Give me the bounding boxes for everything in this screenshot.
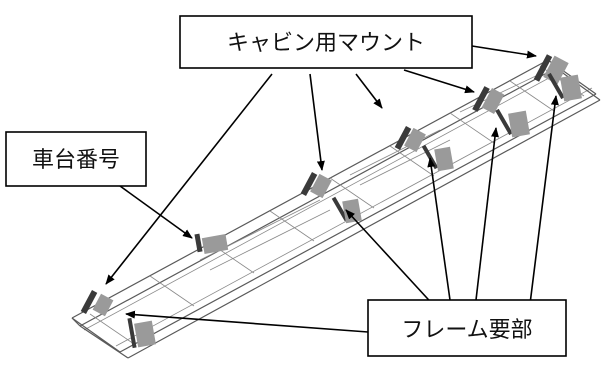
leader-chassis-number	[119, 185, 193, 239]
leader-frame-key-part-1	[125, 310, 369, 333]
frame-key-part-1	[127, 317, 156, 349]
frame-key-part-4	[495, 108, 530, 138]
frame-rail-left-inner	[83, 71, 561, 331]
cabin-mount-3	[394, 125, 426, 153]
leader-frame-key-part-2	[345, 209, 439, 311]
callout-cabin-mount: キャビン用マウント	[179, 15, 473, 69]
leader-cabin-mount-5	[471, 45, 537, 59]
callout-chassis-number-label: 車台番号	[32, 148, 120, 173]
callout-chassis-number: 車台番号	[5, 131, 147, 187]
callout-cabin-mount-label: キャビン用マウント	[227, 31, 425, 56]
leader-frame-key-part-3	[427, 157, 451, 301]
leader-frame-key-part-4	[475, 127, 499, 301]
leader-cabin-mount-4	[403, 69, 475, 94]
cabin-mount-1	[80, 289, 114, 317]
leader-cabin-mount-1	[105, 73, 273, 285]
frame-front-end	[71, 317, 129, 359]
leader-arrows	[105, 45, 559, 333]
callout-frame-key-part-label: フレーム要部	[401, 318, 532, 343]
cabin-mounts	[80, 54, 569, 317]
leader-cabin-mount-3	[355, 73, 383, 109]
frame-bracing	[199, 73, 541, 271]
frame-key-part-3	[421, 144, 454, 172]
callout-frame-key-part: フレーム要部	[367, 299, 567, 357]
cabin-mount-4	[472, 86, 505, 114]
frame-key-part-5	[547, 72, 582, 102]
leader-frame-key-part-5	[529, 95, 559, 305]
leader-cabin-mount-2	[309, 73, 325, 171]
cabin-mount-2	[300, 171, 332, 199]
chassis-number-plate	[194, 233, 229, 254]
